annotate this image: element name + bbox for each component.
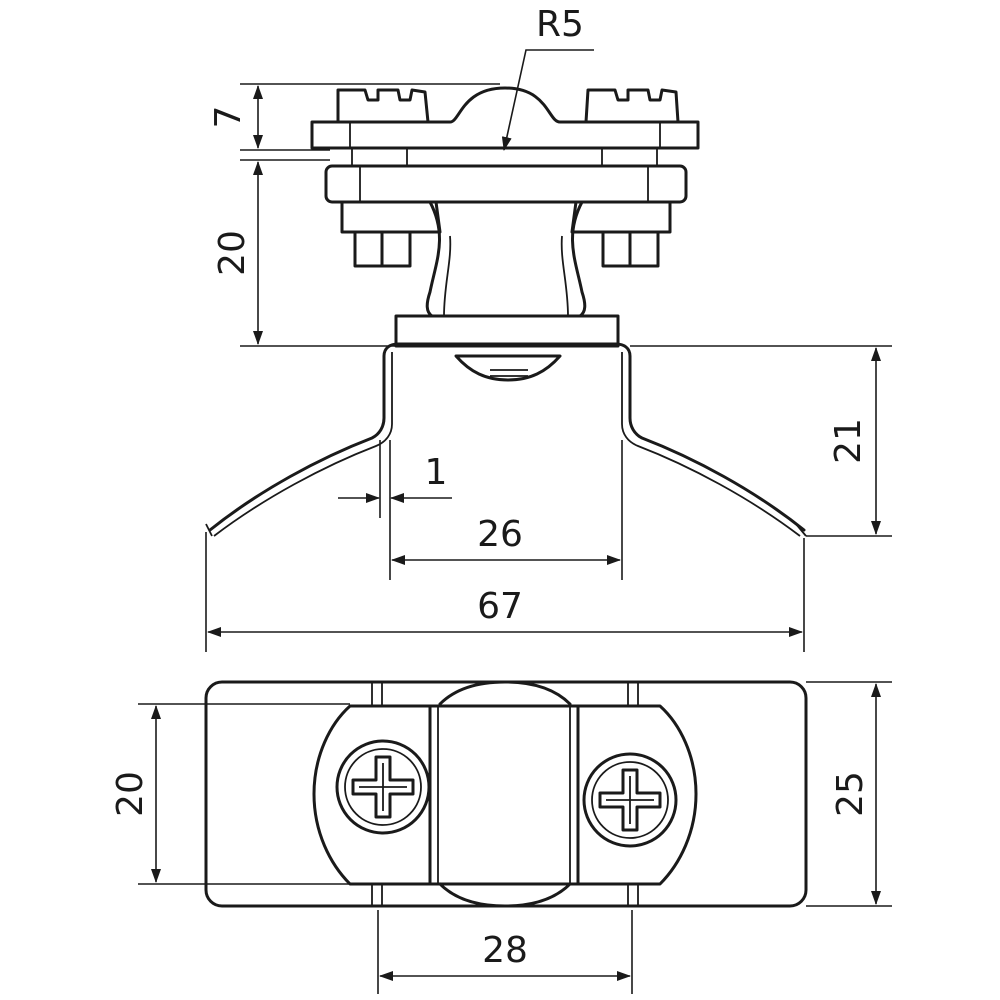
saddle-clip (208, 342, 806, 532)
central-pillar (425, 200, 587, 318)
dim-label-r5: R5 (536, 4, 584, 45)
dim-67-extension (205, 532, 805, 652)
dim-21-extension (630, 345, 892, 537)
screw-head-right-outer (582, 752, 678, 848)
dim-25-extension (806, 681, 892, 907)
phillips-cross-left-icon (351, 755, 415, 819)
dim-1-extension (379, 440, 391, 580)
screw-head-left-outer (335, 739, 431, 835)
top-clamp-plate (310, 86, 700, 150)
dim-label-20-top: 20 (110, 771, 151, 817)
phillips-cross-right-icon (598, 768, 662, 832)
phillips-screw-right (582, 752, 678, 848)
bolt-stubs (371, 682, 639, 906)
middle-plate-detail (359, 166, 649, 202)
central-bridge-inner (437, 706, 571, 884)
nut-left (340, 200, 442, 268)
slotted-screw-head-right (584, 88, 680, 124)
r5-leader (501, 49, 594, 151)
round-pillar-bottom (438, 882, 572, 908)
dim-label-1: 1 (425, 452, 448, 493)
middle-plate (324, 164, 688, 204)
saddle-clip-inner (205, 352, 807, 537)
dim-label-20-side: 20 (212, 230, 253, 276)
dim-7-extension (240, 83, 500, 151)
bolt-head-under-base (454, 354, 562, 382)
dim-label-25: 25 (830, 771, 871, 817)
screw-head-left-inner (344, 748, 422, 826)
dim-label-28: 28 (482, 930, 528, 971)
dim-label-7: 7 (208, 106, 249, 129)
screw-shank-left (351, 147, 408, 167)
dim-label-26: 26 (477, 514, 523, 555)
dim-label-21: 21 (828, 418, 869, 464)
dim-20-top-extension (138, 703, 350, 885)
central-bridge (428, 704, 580, 886)
slotted-screw-head-left (336, 88, 430, 124)
nut-right (570, 200, 672, 268)
dim-28-extension (377, 910, 633, 994)
screw-shank-right (601, 147, 658, 167)
top-view: 20 25 28 (110, 680, 892, 994)
base-block (394, 314, 620, 348)
phillips-cross-right-inner (606, 776, 654, 824)
phillips-screw-left (335, 739, 431, 835)
base-plate-outline (204, 680, 808, 908)
side-view: R5 7 20 21 1 26 67 (205, 4, 892, 652)
phillips-cross-left-inner (359, 763, 407, 811)
pillar-inner-line (443, 235, 569, 317)
dim-label-67: 67 (477, 586, 523, 627)
clamp-plate-top (312, 704, 698, 886)
top-plate-inner-line (349, 122, 661, 148)
screw-head-right-inner (591, 761, 669, 839)
round-pillar-top (438, 680, 572, 706)
dim-20-side-extension (240, 159, 396, 347)
bolt-slot (490, 369, 528, 377)
